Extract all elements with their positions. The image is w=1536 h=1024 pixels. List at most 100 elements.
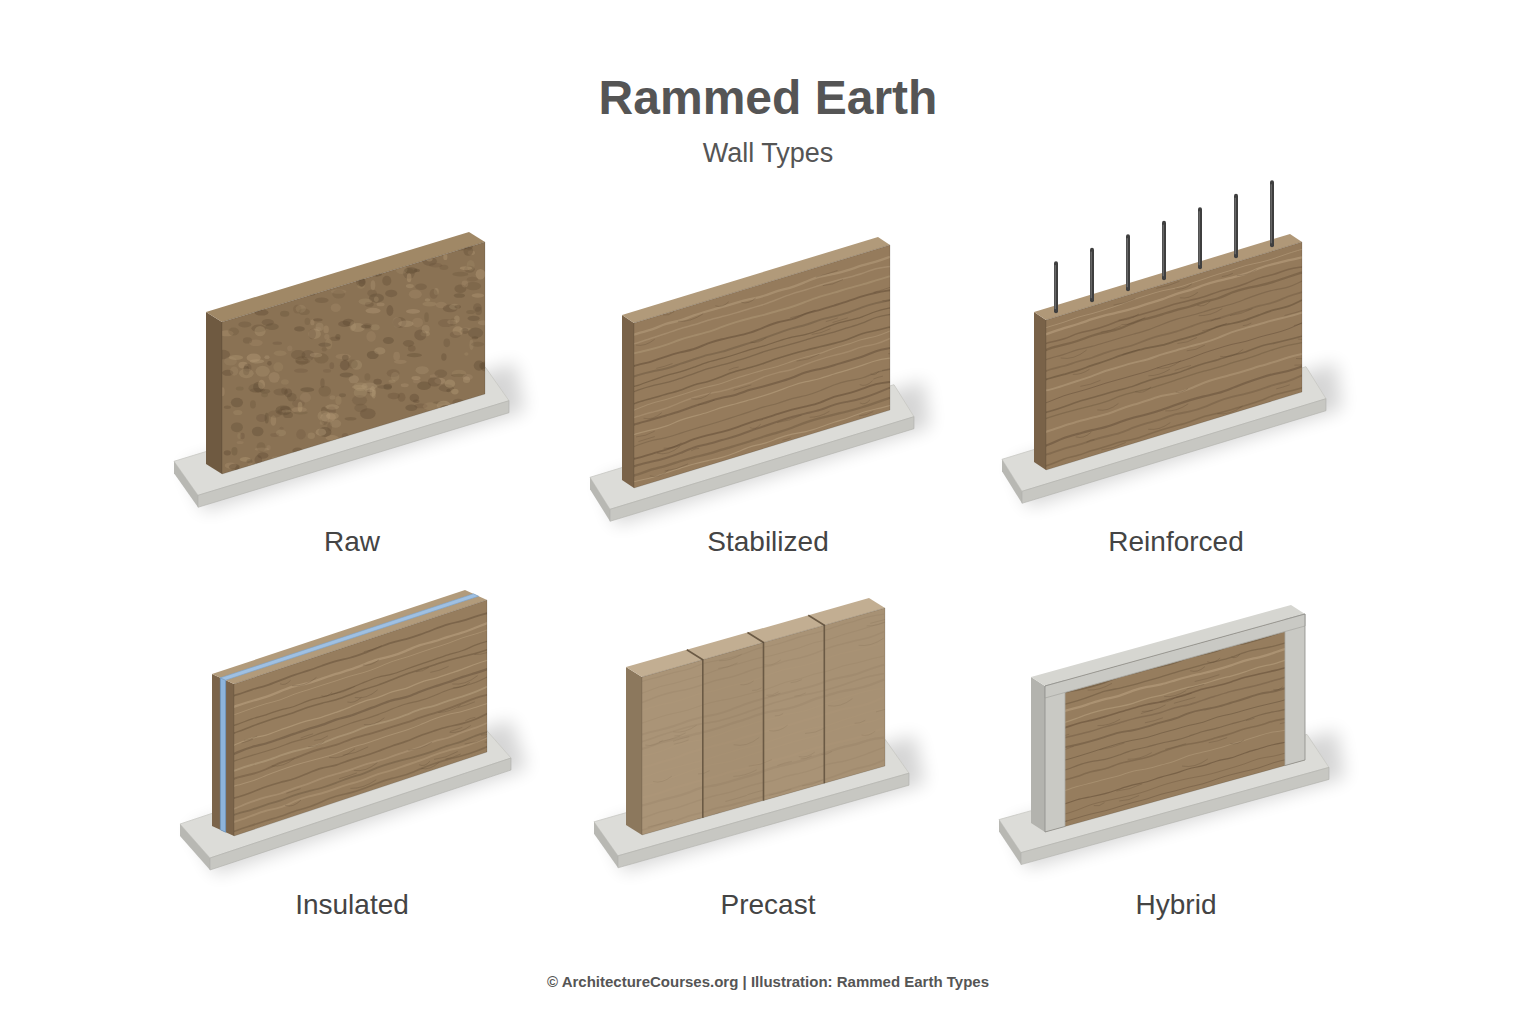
rebar (1198, 209, 1202, 267)
soil-grain (389, 436, 399, 442)
soil-grain (402, 455, 413, 459)
soil-grain (467, 412, 472, 422)
soil-grain (360, 408, 376, 419)
texture-streak (1217, 406, 1242, 414)
rebar (1054, 263, 1058, 311)
soil-grain (461, 466, 467, 474)
texture-streak (1285, 308, 1308, 315)
soil-grain (243, 248, 249, 257)
soil-grain (308, 432, 315, 439)
soil-grain (322, 276, 333, 280)
texture-streak (678, 314, 703, 322)
soil-grain (286, 257, 299, 262)
soil-grain (382, 245, 395, 249)
soil-grain (394, 360, 407, 364)
strata-line (624, 338, 890, 420)
soil-grain (411, 376, 420, 380)
soil-grain (260, 277, 272, 283)
wall-hybrid (999, 605, 1345, 869)
texture-streak (1232, 654, 1240, 657)
texture-streak (1164, 691, 1186, 697)
soil-grain (238, 270, 252, 274)
soil-grain (439, 241, 450, 251)
strata-line (624, 358, 890, 438)
soil-grain (326, 258, 331, 261)
soil-grain (251, 285, 260, 288)
soil-grain (478, 320, 489, 325)
soil-grain (382, 240, 392, 244)
soil-grain (414, 269, 420, 272)
soil-grain (358, 270, 365, 273)
soil-grain (425, 298, 431, 301)
texture-streak (636, 431, 655, 437)
wall-precast (594, 598, 925, 872)
texture-streak (638, 437, 654, 442)
soil-grain (231, 422, 243, 432)
texture-streak (321, 692, 332, 696)
soil-grain (471, 398, 481, 402)
texture-streak (364, 646, 382, 652)
strata-line (224, 649, 490, 737)
soil-grain (454, 293, 465, 297)
soil-grain (412, 239, 426, 247)
strata-line (1036, 366, 1302, 449)
soil-grain (256, 267, 265, 274)
wall-reinforced (1002, 182, 1342, 507)
texture-streak (1141, 710, 1153, 713)
soil-grain (231, 276, 245, 282)
strata-line (624, 327, 890, 408)
soil-grain (344, 453, 353, 457)
soil-grain (237, 433, 241, 439)
texture-streak (280, 680, 291, 684)
soil-grain (310, 466, 318, 475)
texture-streak (1114, 299, 1136, 306)
soil-grain (426, 253, 433, 262)
soil-grain (374, 347, 385, 354)
soil-grain (318, 386, 331, 397)
soil-grain (236, 287, 242, 293)
soil-grain (281, 379, 289, 384)
soil-grain (278, 239, 288, 246)
insulation-layer-end (220, 678, 225, 832)
soil-grain (265, 294, 278, 302)
texture-streak (485, 734, 511, 743)
texture-streak (354, 763, 378, 771)
texture-streak (465, 736, 489, 744)
soil-grain (270, 271, 277, 275)
texture-streak (1121, 317, 1145, 324)
soil-grain (366, 331, 376, 342)
wall-outline (634, 245, 890, 488)
soil-grain (455, 443, 459, 446)
soil-grain (233, 257, 244, 266)
texture-streak (347, 697, 361, 702)
soil-grain (383, 337, 394, 344)
soil-grain (386, 305, 393, 316)
texture-streak (691, 393, 711, 400)
texture-streak (438, 705, 460, 712)
soil-grain (430, 289, 438, 299)
soil-grain (466, 310, 475, 314)
soil-grain (280, 311, 289, 317)
texture-streak (1187, 345, 1205, 351)
wall-texture (1035, 613, 1315, 831)
soil-grain (264, 258, 279, 263)
texture-streak (1175, 365, 1191, 370)
soil-grain (306, 260, 318, 269)
texture-streak (644, 413, 662, 419)
wall-end-face (212, 674, 234, 836)
soil-grain (230, 366, 238, 375)
soil-grain (446, 389, 450, 393)
soil-grain (256, 414, 267, 422)
base-slab-side (180, 824, 210, 870)
soil-grain (468, 407, 476, 411)
texture-streak (301, 734, 314, 738)
texture-streak (1100, 743, 1125, 750)
texture-streak (1119, 314, 1139, 320)
texture-streak (860, 381, 873, 386)
strata-line (224, 668, 490, 758)
texture-streak (790, 310, 815, 318)
soil-grain (359, 298, 372, 304)
texture-streak (1098, 719, 1121, 725)
soil-grain (312, 265, 316, 271)
strata-line (624, 331, 890, 414)
